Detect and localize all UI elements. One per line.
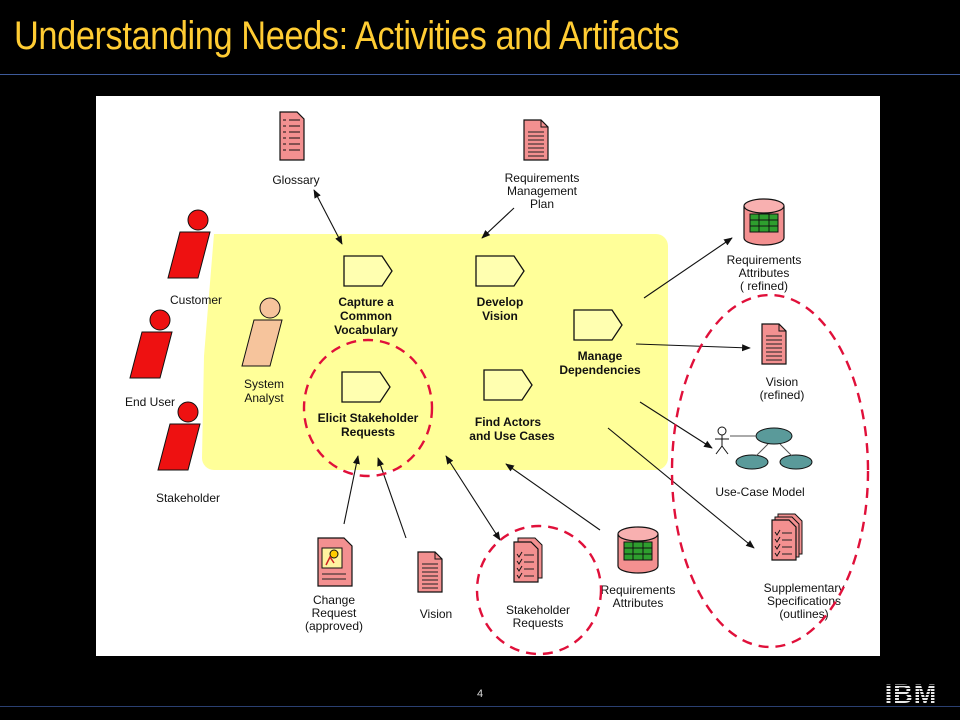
activity-capture-label-2: Common — [340, 309, 392, 323]
change-request-label-3: (approved) — [305, 619, 363, 633]
activity-find-actors-label-1: Find Actors — [475, 415, 542, 429]
requirements-management-plan-icon — [523, 119, 549, 161]
use-case-model-icon — [715, 426, 813, 470]
requirements-attributes-icon — [617, 526, 659, 574]
activity-elicit-requests-icon — [341, 371, 391, 403]
activity-area — [202, 234, 668, 470]
ibm-logo-text: IBM — [885, 680, 938, 706]
stakeholder-role-icon — [157, 401, 201, 471]
highlight-refined-artifacts — [670, 293, 870, 649]
change-request-label-1: Change — [313, 593, 355, 607]
requirements-attributes-refined-icon — [743, 198, 785, 246]
req-attr-refined-label-3: ( refined) — [740, 279, 788, 293]
title-divider — [0, 74, 960, 75]
change-request-artifact-icon — [317, 537, 353, 587]
role-label-customer: Customer — [170, 293, 222, 307]
customer-role-icon — [167, 209, 211, 279]
activity-manage-label-2: Dependencies — [559, 363, 641, 377]
highlight-circles — [302, 293, 870, 656]
supp-specs-label-1: Supplementary — [764, 581, 845, 595]
process-diagram: Customer End User Stakeholder System Ana… — [96, 96, 880, 656]
role-label-stakeholder: Stakeholder — [156, 491, 220, 505]
stakeholder-requests-label-2: Requests — [513, 616, 564, 630]
slide-title: Understanding Needs: Activities and Arti… — [14, 14, 680, 58]
supp-specs-label-3: (outlines) — [779, 607, 828, 621]
system-analyst-role-icon — [241, 297, 283, 367]
highlight-elicit-activity — [302, 338, 434, 478]
use-case-model-label: Use-Case Model — [715, 485, 804, 499]
activity-develop-label-1: Develop — [477, 295, 524, 309]
footer-divider — [0, 706, 960, 707]
activity-elicit-label-2: Requests — [341, 425, 395, 439]
req-attr-refined-label-2: Attributes — [739, 266, 790, 280]
vision-artifact-icon — [417, 551, 443, 593]
vision-label: Vision — [420, 607, 452, 621]
req-attr-label-2: Attributes — [613, 596, 664, 610]
req-attr-label-1: Requirements — [601, 583, 676, 597]
end-user-role-icon — [129, 309, 173, 379]
glossary-artifact-icon — [279, 111, 305, 161]
activity-capture-label-1: Capture a — [338, 295, 394, 309]
vision-refined-artifact-icon — [761, 323, 787, 365]
activity-manage-dependencies-icon — [573, 309, 623, 341]
diagram-canvas: Customer End User Stakeholder System Ana… — [125, 111, 870, 656]
ibm-logo: IBM — [885, 680, 938, 706]
activity-capture-label-3: Vocabulary — [334, 323, 398, 337]
req-mgmt-plan-label-3: Plan — [530, 197, 554, 211]
activity-find-actors-label-2: and Use Cases — [469, 429, 555, 443]
page-number: 4 — [476, 688, 484, 700]
req-mgmt-plan-label-1: Requirements — [505, 171, 580, 185]
change-request-label-2: Request — [312, 606, 357, 620]
supplementary-specifications-icon — [771, 513, 803, 561]
role-label-end-user: End User — [125, 395, 175, 409]
highlight-stakeholder-requests — [475, 524, 603, 656]
system-analyst-label-2: Analyst — [244, 391, 284, 405]
activity-capture-vocabulary-icon — [343, 255, 393, 287]
stakeholder-requests-label-1: Stakeholder — [506, 603, 570, 617]
activity-develop-label-2: Vision — [482, 309, 518, 323]
vision-refined-label-1: Vision — [766, 375, 798, 389]
stakeholder-requests-artifact-icon — [513, 537, 543, 583]
req-attr-refined-label-1: Requirements — [727, 253, 802, 267]
activity-find-actors-icon — [483, 369, 533, 401]
activity-elicit-label-1: Elicit Stakeholder — [318, 411, 419, 425]
req-mgmt-plan-label-2: Management — [507, 184, 578, 198]
system-analyst-label-1: System — [244, 377, 284, 391]
supp-specs-label-2: Specifications — [767, 594, 841, 608]
glossary-label: Glossary — [272, 173, 319, 187]
activity-develop-vision-icon — [475, 255, 525, 287]
vision-refined-label-2: (refined) — [760, 388, 805, 402]
activity-manage-label-1: Manage — [578, 349, 623, 363]
